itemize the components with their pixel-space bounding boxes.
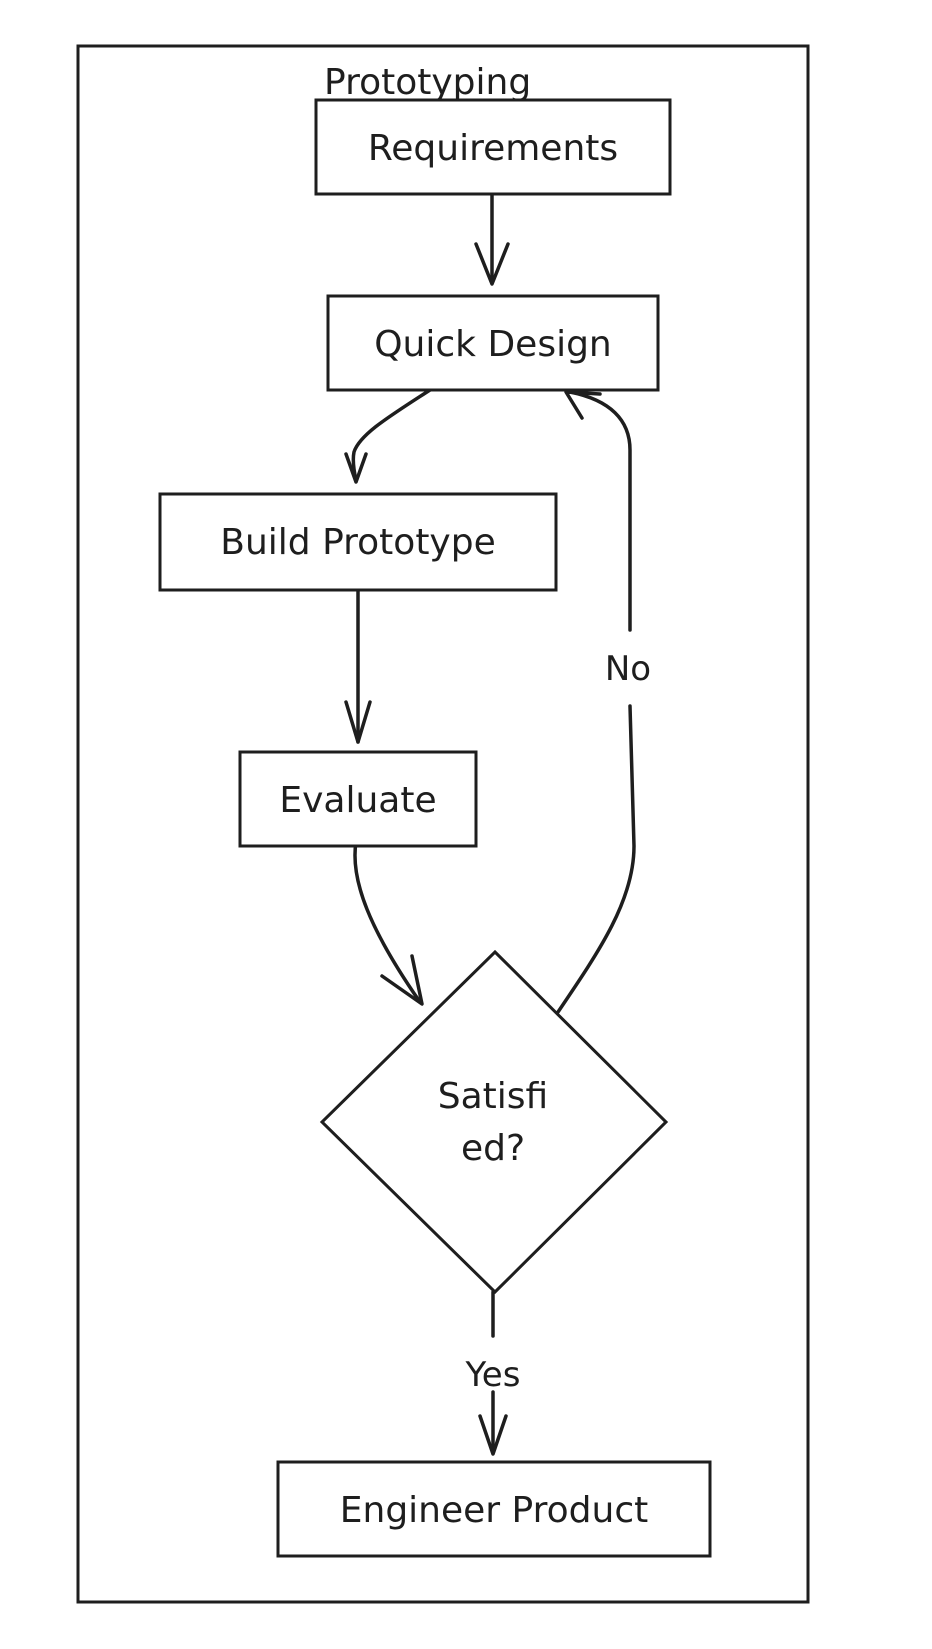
node-engineer-product[interactable]: Engineer Product [276,1460,712,1558]
edge-requirements-to-quick-design [474,192,510,286]
arrowhead-icon [380,954,424,1006]
cluster-title: Prototyping [324,62,531,103]
arrowhead-icon [344,700,372,744]
node-satisfied-label-line1: Satisfi [438,1076,548,1117]
node-satisfied-decision[interactable]: Satisfi ed? [319,949,669,1295]
edge-build-prototype-to-evaluate [344,588,372,744]
node-quick-design-label: Quick Design [374,324,612,365]
arrowhead-icon [344,452,368,484]
edge-evaluate-to-satisfied [353,840,424,1006]
arrowhead-icon [564,390,602,420]
edge-label-yes: Yes [465,1355,521,1395]
node-evaluate-label: Evaluate [279,780,436,821]
edge-satisfied-to-engineer-product-yes [478,1290,508,1456]
arrowhead-icon [478,1414,508,1456]
edge-label-no: No [605,649,651,689]
node-satisfied-label-line2: ed? [461,1128,525,1169]
cluster-prototyping-frame [76,44,810,1604]
node-engineer-product-label: Engineer Product [340,1490,648,1531]
arrowhead-icon [474,242,510,286]
edge-quick-design-to-build-prototype [344,388,432,484]
node-build-prototype-label: Build Prototype [220,522,495,563]
node-quick-design[interactable]: Quick Design [326,294,660,392]
node-requirements-label: Requirements [368,128,618,169]
node-build-prototype[interactable]: Build Prototype [158,492,558,592]
edge-satisfied-to-quick-design-no [556,390,636,1014]
node-evaluate[interactable]: Evaluate [238,750,478,848]
node-requirements[interactable]: Requirements [314,98,672,196]
